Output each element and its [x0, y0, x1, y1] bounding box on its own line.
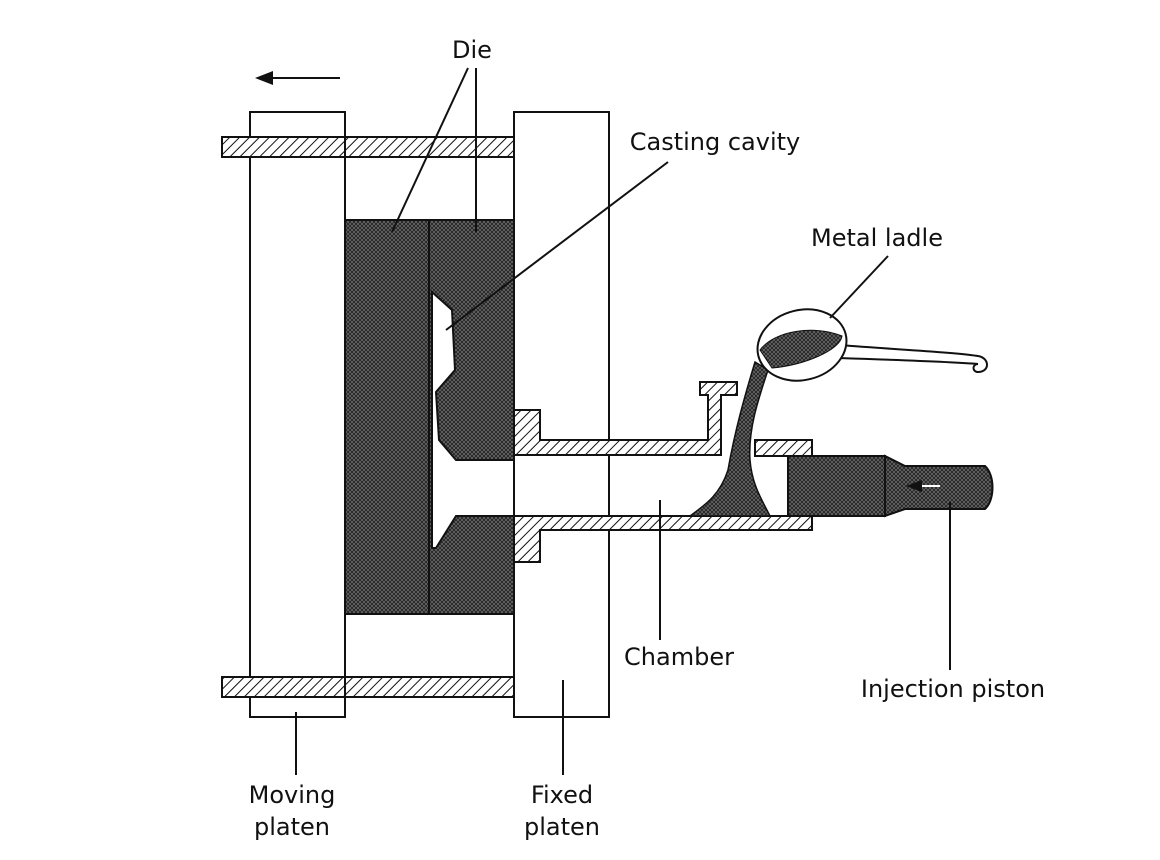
fixed-platen-label-line2: platen [524, 813, 600, 841]
casting-cavity [431, 289, 515, 549]
metal-ladle-label: Metal ladle [811, 224, 943, 252]
leader-lines [295, 67, 951, 775]
die [344, 219, 515, 615]
chamber-label: Chamber [624, 643, 734, 671]
motion-arrow-icon [255, 71, 340, 85]
injection-piston [787, 454, 994, 518]
die-right-half [428, 219, 515, 615]
moving-platen [249, 111, 346, 718]
molten-metal-stream [687, 360, 772, 517]
moving-platen-label-line1: Moving [249, 781, 336, 809]
piston-arrow-icon [906, 480, 922, 492]
fixed-platen-label-line1: Fixed [531, 781, 593, 809]
die-left-half [344, 219, 430, 615]
die-label: Die [452, 36, 492, 64]
metal-ladle [756, 308, 988, 382]
moving-platen-label-line2: platen [254, 813, 330, 841]
injection-piston-label: Injection piston [861, 675, 1045, 703]
casting-cavity-label: Casting cavity [630, 128, 801, 156]
